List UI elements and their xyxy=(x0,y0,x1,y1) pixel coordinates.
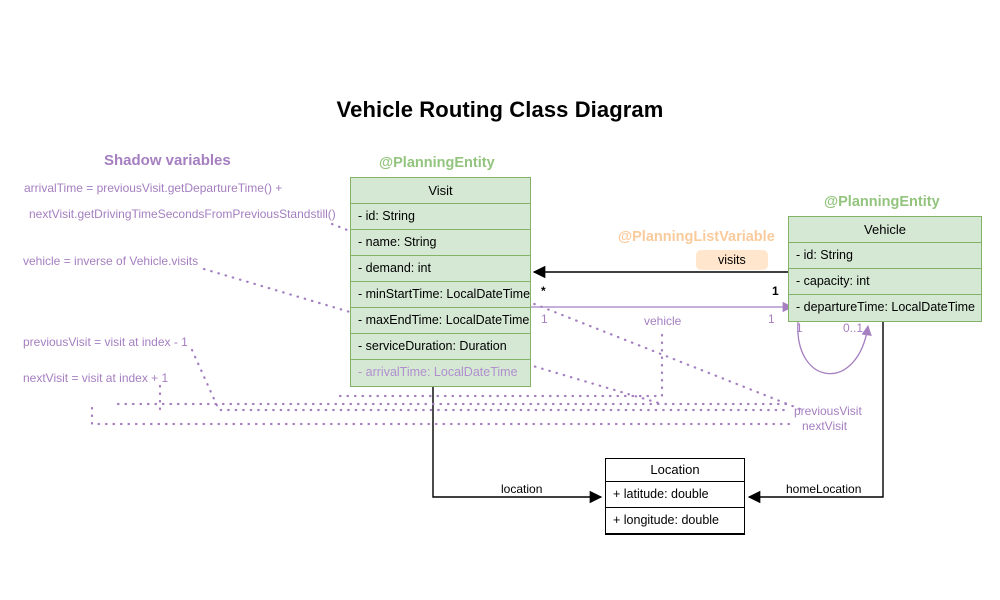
page-title: Vehicle Routing Class Diagram xyxy=(336,97,664,122)
class-field-vehicle-id: - id: String xyxy=(789,243,981,269)
class-box-vehicle[interactable]: Vehicle - id: String - capacity: int - d… xyxy=(788,216,982,322)
class-title-location: Location xyxy=(606,459,744,482)
class-field-visit-id: - id: String xyxy=(351,204,530,230)
multiplicity-previous-visit-target: 0..1 xyxy=(843,321,864,335)
shadow-note-next-visit: nextVisit = visit at index + 1 xyxy=(23,371,169,385)
class-field-visit-service-duration: - serviceDuration: Duration xyxy=(351,334,530,360)
class-field-location-longitude: + longitude: double xyxy=(606,508,744,534)
class-field-location-latitude: + latitude: double xyxy=(606,482,744,508)
class-field-visit-min-start-time: - minStartTime: LocalDateTime xyxy=(351,282,530,308)
class-field-vehicle-departure-time: - departureTime: LocalDateTime xyxy=(796,300,976,314)
class-field-visit-max-end-time: - maxEndTime: LocalDateTime xyxy=(351,308,530,334)
edge-location xyxy=(432,381,603,504)
multiplicity-vehicle-target: 1 xyxy=(768,312,775,326)
multiplicity-vehicle-source: 1 xyxy=(541,312,548,326)
class-title-vehicle: Vehicle xyxy=(789,217,981,243)
shadow-note-previous-visit: previousVisit = visit at index - 1 xyxy=(23,335,188,349)
edge-label-home-location: homeLocation xyxy=(786,482,862,496)
stereotype-planning-entity-vehicle: @PlanningEntity xyxy=(824,194,940,210)
class-field-visit-arrival-time: - arrivalTime: LocalDateTime xyxy=(358,365,518,379)
class-box-location[interactable]: Location + latitude: double + longitude:… xyxy=(605,458,745,535)
multiplicity-visits-source: * xyxy=(541,284,546,298)
stereotype-planning-entity-visit: @PlanningEntity xyxy=(379,155,495,171)
edge-label-next-visit: nextVisit xyxy=(802,419,848,433)
multiplicity-previous-visit-source: 1 xyxy=(796,321,803,335)
shadow-note-arrival-time-line1: arrivalTime = previousVisit.getDeparture… xyxy=(24,181,283,195)
stereotype-planning-list-variable: @PlanningListVariable xyxy=(618,229,775,245)
class-field-vehicle-capacity: - capacity: int xyxy=(789,269,981,295)
shadow-note-vehicle: vehicle = inverse of Vehicle.visits xyxy=(23,254,199,268)
edge-label-vehicle: vehicle xyxy=(644,314,682,328)
shadow-variables-heading: Shadow variables xyxy=(104,152,231,169)
edge-label-location: location xyxy=(501,482,543,496)
class-box-visit[interactable]: Visit - id: String - name: String - dema… xyxy=(350,177,531,387)
edge-label-previous-visit: previousVisit xyxy=(794,404,862,418)
class-field-visit-name: - name: String xyxy=(351,230,530,256)
shadow-leader-next-visit xyxy=(90,384,792,426)
class-title-visit: Visit xyxy=(351,178,530,204)
class-field-visit-demand: - demand: int xyxy=(351,256,530,282)
edge-label-visits: visits xyxy=(696,250,768,270)
multiplicity-visits-target: 1 xyxy=(772,284,779,298)
shadow-note-arrival-time-line2: nextVisit.getDrivingTimeSecondsFromPrevi… xyxy=(29,207,336,221)
